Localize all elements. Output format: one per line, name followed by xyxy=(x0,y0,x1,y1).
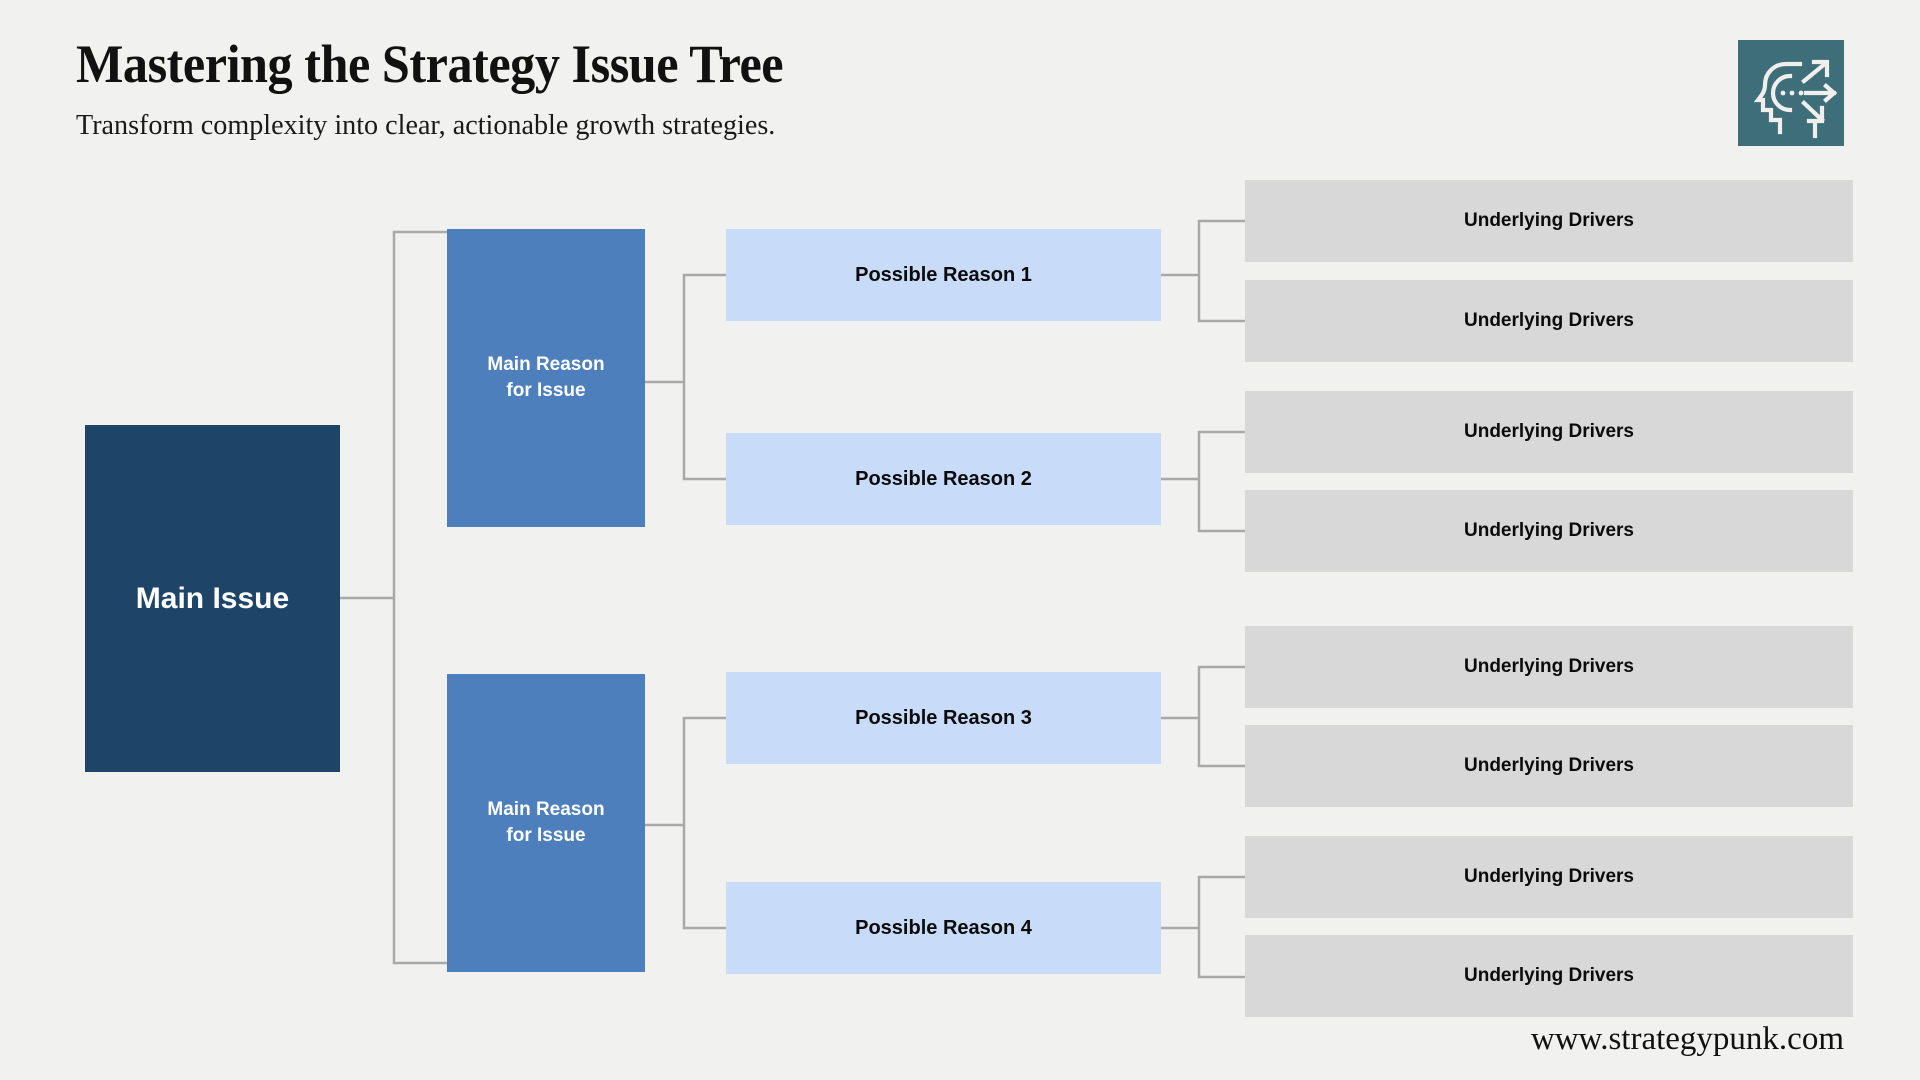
connector-branch-1-to-reason-2 xyxy=(682,382,726,481)
connector-branch-1-to-reason-1 xyxy=(682,273,726,382)
node-main-issue[interactable]: Main Issue xyxy=(85,425,340,772)
node-underlying-driver-2[interactable]: Underlying Drivers xyxy=(1245,280,1853,362)
node-underlying-driver-8[interactable]: Underlying Drivers xyxy=(1245,935,1853,1017)
main-reason-2-line2: for Issue xyxy=(506,825,586,846)
node-underlying-driver-6[interactable]: Underlying Drivers xyxy=(1245,725,1853,807)
node-underlying-driver-5[interactable]: Underlying Drivers xyxy=(1245,626,1853,708)
footer-website-url: www.strategypunk.com xyxy=(1530,1021,1844,1057)
page-subtitle: Transform complexity into clear, actiona… xyxy=(76,108,776,141)
node-underlying-driver-4[interactable]: Underlying Drivers xyxy=(1245,490,1853,572)
node-possible-reason-4[interactable]: Possible Reason 4 xyxy=(726,882,1161,974)
connector-reason-1-to-driver-2 xyxy=(1197,275,1245,323)
node-possible-reason-2[interactable]: Possible Reason 2 xyxy=(726,433,1161,525)
connector-root-to-branch-2 xyxy=(392,598,447,965)
node-main-reason-2[interactable]: Main Reason for Issue xyxy=(447,674,645,972)
head-profile-diverging-arrows-icon xyxy=(1738,40,1844,146)
node-main-reason-1[interactable]: Main Reason for Issue xyxy=(447,229,645,527)
main-reason-1-line2: for Issue xyxy=(506,380,586,401)
connector-branch-2-to-reason-3 xyxy=(682,716,726,825)
node-possible-reason-1[interactable]: Possible Reason 1 xyxy=(726,229,1161,321)
connector-reason-4-to-driver-7 xyxy=(1197,875,1245,928)
main-reason-1-line1: Main Reason xyxy=(487,354,605,376)
page-title: Mastering the Strategy Issue Tree xyxy=(76,34,784,94)
node-possible-reason-3[interactable]: Possible Reason 3 xyxy=(726,672,1161,764)
node-underlying-driver-1[interactable]: Underlying Drivers xyxy=(1245,180,1853,262)
connector-branch-2-to-reason-4 xyxy=(682,825,726,930)
connector-reason-4-to-driver-8 xyxy=(1197,928,1245,979)
connector-reason-3-to-driver-6 xyxy=(1197,718,1245,768)
connector-reason-1-to-driver-1 xyxy=(1197,219,1245,275)
header: Mastering the Strategy Issue Tree Transf… xyxy=(76,36,836,142)
connector-reason-2-to-driver-4 xyxy=(1197,479,1245,533)
node-underlying-driver-7[interactable]: Underlying Drivers xyxy=(1245,836,1853,918)
node-underlying-driver-3[interactable]: Underlying Drivers xyxy=(1245,391,1853,473)
connector-root-to-branch-1 xyxy=(392,230,447,598)
connector-reason-3-to-driver-5 xyxy=(1197,665,1245,718)
connector-reason-2-to-driver-3 xyxy=(1197,430,1245,479)
main-reason-2-line1: Main Reason xyxy=(487,799,605,821)
